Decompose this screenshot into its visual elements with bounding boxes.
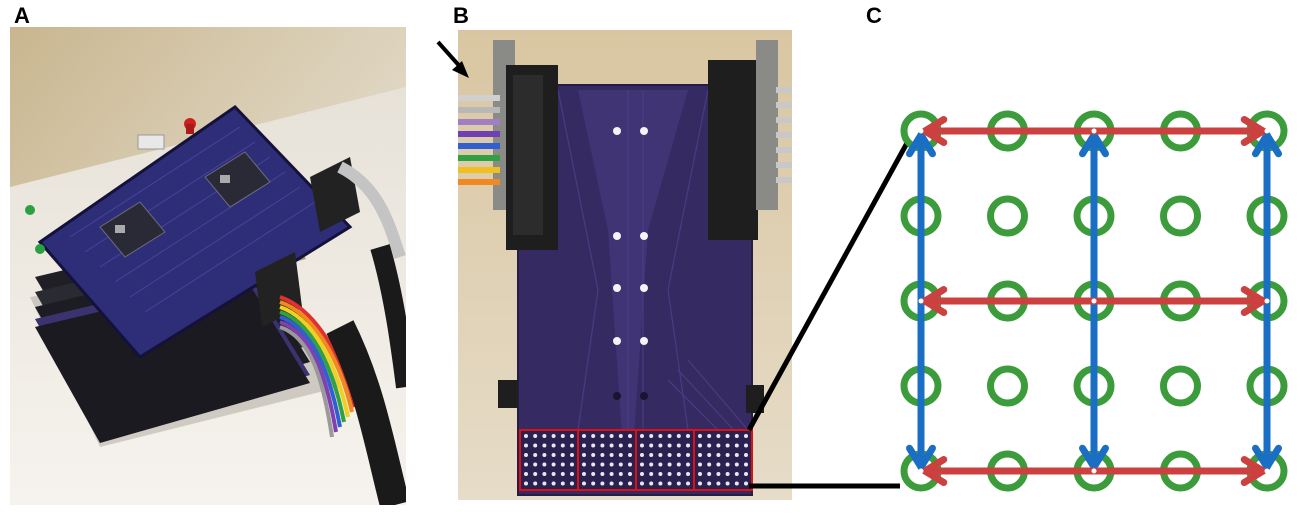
electrode-center-dot [918, 128, 924, 134]
electrode-ring [987, 365, 1028, 407]
electrode-ring [900, 110, 942, 152]
electrode-center-dot [1264, 128, 1270, 134]
electrode-center-dot [1264, 468, 1270, 474]
stacked-pcb-photo [10, 27, 406, 505]
electrode-ring [987, 195, 1028, 237]
electrode-ring [900, 280, 942, 322]
electrode-center-dot [918, 298, 924, 304]
panel-label-a: A [14, 3, 30, 28]
electrode-ring [1246, 450, 1288, 492]
electrode-center-dot [1264, 298, 1270, 304]
panel-a-photo [10, 27, 406, 505]
electrode-ring [1073, 280, 1115, 322]
electrode-ring [1160, 280, 1201, 322]
electrode-ring [1160, 365, 1201, 407]
electrode-center-dot [1091, 298, 1097, 304]
electrode-ring [1160, 450, 1201, 492]
panel-b-photo [458, 30, 792, 500]
electrode-ring [987, 280, 1028, 322]
electrode-ring [987, 450, 1028, 492]
electrode-ring [900, 195, 942, 237]
electrode-board-photo [458, 30, 792, 500]
vertical-arrow [1079, 131, 1109, 471]
electrode-center-dot [1091, 128, 1097, 134]
panel-label-c: C [866, 3, 882, 28]
electrode-ring [1160, 195, 1201, 237]
electrode-ring [1246, 280, 1288, 322]
electrode-ring [1246, 195, 1288, 237]
electrode-ring [1073, 450, 1115, 492]
electrode-ring [900, 365, 942, 407]
electrode-ring [1160, 110, 1201, 152]
electrode-ring [1246, 365, 1288, 407]
electrode-center-dot [1091, 468, 1097, 474]
electrode-ring [1246, 110, 1288, 152]
electrode-ring [1073, 110, 1115, 152]
horizontal-arrow [921, 456, 1267, 486]
electrode-ring [900, 450, 942, 492]
horizontal-arrow [921, 286, 1267, 316]
vertical-arrow [906, 131, 936, 471]
electrode-ring [987, 110, 1028, 152]
electrode-grid-blocks [519, 429, 753, 491]
vertical-arrow [1252, 131, 1282, 471]
electrode-grid-diagram [900, 110, 1288, 492]
electrode-ring [1073, 195, 1115, 237]
electrode-ring [1073, 365, 1115, 407]
electrode-center-dot [918, 468, 924, 474]
horizontal-arrow [921, 116, 1267, 146]
panel-label-b: B [453, 3, 469, 28]
